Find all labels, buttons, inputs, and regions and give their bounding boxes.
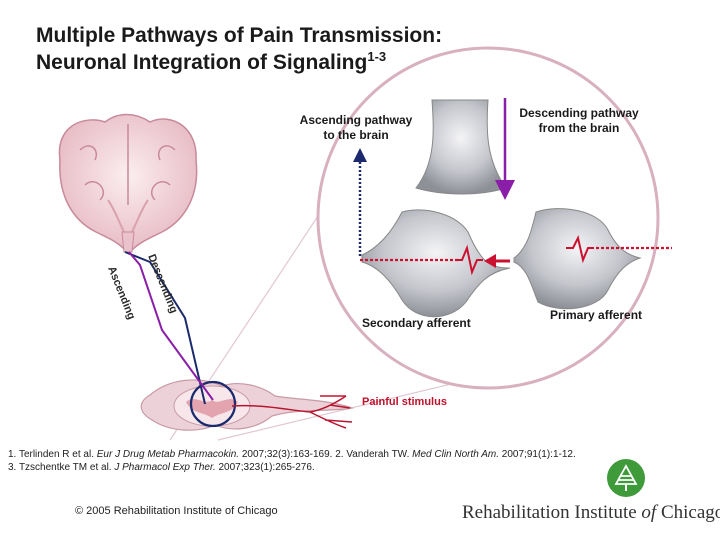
title-line-2-text: Neuronal Integration of Signaling xyxy=(36,51,368,74)
secondary-afferent-neuron xyxy=(361,209,511,318)
references-line-1: 1. Terlinden R et al. Eur J Drug Metab P… xyxy=(8,449,576,460)
spinal-cord-cross-section xyxy=(140,379,355,431)
descending-tract-label: Descending xyxy=(145,253,179,315)
title-superscript: 1-3 xyxy=(367,49,387,64)
primary-action-potential xyxy=(566,235,594,264)
title-line-1: Multiple Pathways of Pain Transmission: xyxy=(36,24,443,47)
ascending-tract-line xyxy=(124,251,206,405)
zoom-circle xyxy=(316,46,660,390)
references-line-2: 3. Tzschentke TM et al. J Pharmacol Exp … xyxy=(8,462,315,473)
slide-title: Multiple Pathways of Pain Transmission: … xyxy=(36,22,442,76)
title-line-2: Neuronal Integration of Signaling1-3 xyxy=(36,49,442,76)
references: 1. Terlinden R et al. Eur J Drug Metab P… xyxy=(8,448,708,474)
ascending-pathway-label: Ascending pathway to the brain xyxy=(299,113,413,142)
secondary-afferent-label: Secondary afferent xyxy=(362,316,471,330)
painful-stimulus-label: Painful stimulus xyxy=(362,396,447,408)
tree-in-circle-icon xyxy=(607,459,645,497)
primary-afferent-neuron xyxy=(513,208,642,310)
brain-cross-section xyxy=(58,113,198,253)
ascending-arrow-head xyxy=(353,148,367,162)
spinal-zoom-marker xyxy=(189,380,237,428)
descending-neuron xyxy=(415,99,507,195)
descending-pathway-label: Descending pathway from the brain xyxy=(519,106,639,135)
logo-wordmark: Rehabilitation Institute of Chicago xyxy=(462,502,720,523)
primary-afferent-label: Primary afferent xyxy=(550,308,643,322)
copyright-notice: © 2005 Rehabilitation Institute of Chica… xyxy=(75,505,278,517)
secondary-action-potential xyxy=(455,244,483,276)
synapse-arrow-head xyxy=(484,254,496,268)
ascending-tract-label: Ascending xyxy=(105,265,137,322)
descending-tract-line xyxy=(128,251,214,401)
